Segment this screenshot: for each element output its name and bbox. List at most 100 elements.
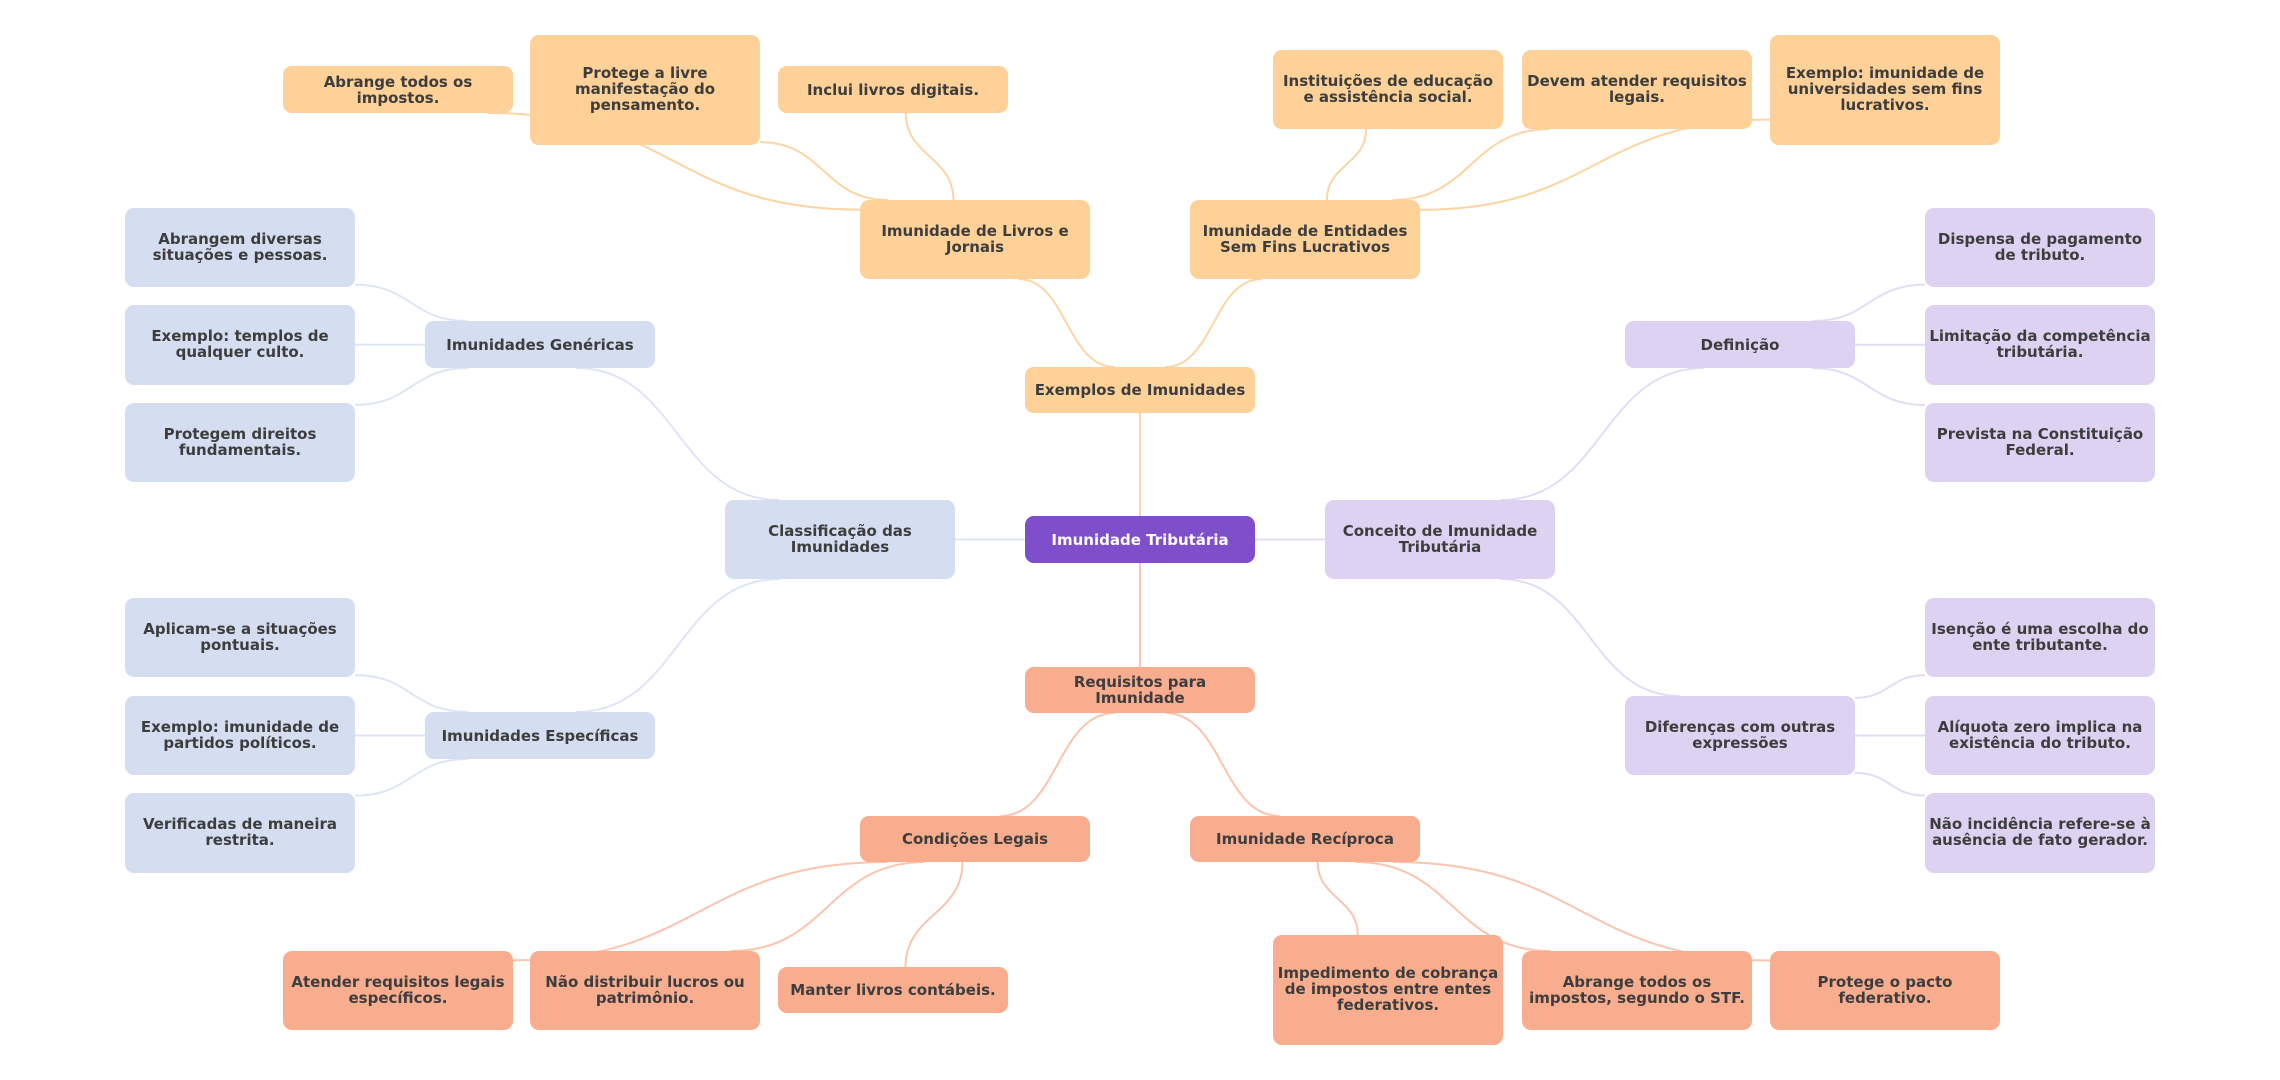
node-label: Manter livros contábeis. bbox=[790, 981, 996, 999]
node-label: Instituições de educação e assistência s… bbox=[1282, 72, 1494, 106]
node-label: Abrange todos os impostos. bbox=[323, 72, 473, 107]
node-imunidades-especificas[interactable]: Imunidades Específicas bbox=[425, 712, 655, 759]
leaf-node[interactable]: Devem atender requisitos legais. bbox=[1522, 50, 1752, 129]
leaf-node[interactable]: Verificadas de maneira restrita. bbox=[125, 793, 355, 873]
root-node[interactable]: Imunidade Tributária bbox=[1025, 516, 1255, 563]
edge-requisitos-to-reciproca bbox=[1165, 712, 1280, 817]
leaf-node[interactable]: Limitação da competência tributária. bbox=[1925, 305, 2155, 385]
node-label: Isenção é uma escolha do ente tributante… bbox=[1931, 620, 2149, 654]
node-label: Imunidades Genéricas bbox=[446, 335, 634, 354]
leaf-node[interactable]: Isenção é uma escolha do ente tributante… bbox=[1925, 598, 2155, 677]
leaf-node[interactable]: Inclui livros digitais. bbox=[778, 66, 1008, 113]
leaf-node[interactable]: Aplicam-se a situações pontuais. bbox=[125, 598, 355, 677]
node-label: Imunidade de Livros e Jornais bbox=[881, 222, 1069, 256]
node-label: Exemplos de Imunidades bbox=[1034, 381, 1246, 399]
node-label: Condições Legais bbox=[901, 830, 1049, 848]
node-label: Exemplo: imunidade de partidos políticos… bbox=[140, 718, 340, 752]
node-imunidade-reciproca[interactable]: Imunidade Recíproca bbox=[1190, 816, 1420, 862]
leaf-node[interactable]: Exemplo: templos de qualquer culto. bbox=[125, 305, 355, 385]
leaf-node[interactable]: Manter livros contábeis. bbox=[778, 967, 1008, 1013]
node-label: Exemplo: imunidade de universidades sem … bbox=[1785, 64, 1985, 114]
node-label: Protege o pacto federativo. bbox=[1817, 973, 1953, 1007]
edge-entidades-to-entidades_exemplo bbox=[1419, 118, 1771, 211]
node-condicoes-legais[interactable]: Condições Legais bbox=[860, 816, 1090, 862]
node-label: Imunidade Recíproca bbox=[1216, 830, 1394, 848]
leaf-node[interactable]: Atender requisitos legais específicos. bbox=[283, 951, 513, 1030]
edge-definicao-to-definicao_dispensa bbox=[1812, 283, 1926, 322]
node-diferencas[interactable]: Diferenças com outras expressões bbox=[1625, 696, 1855, 775]
edge-conceito-to-definicao bbox=[1500, 367, 1704, 501]
leaf-node[interactable]: Abrange todos os impostos, segundo o STF… bbox=[1522, 951, 1752, 1030]
node-requisitos[interactable]: Requisitos para Imunidade bbox=[1025, 667, 1255, 713]
node-label: Verificadas de maneira restrita. bbox=[142, 815, 338, 849]
node-label: Atender requisitos legais específicos. bbox=[291, 973, 505, 1007]
node-label: Dispensa de pagamento de tributo. bbox=[1937, 230, 2143, 264]
node-label: Imunidade de Entidades Sem Fins Lucrativ… bbox=[1202, 222, 1408, 256]
leaf-node[interactable]: Dispensa de pagamento de tributo. bbox=[1925, 208, 2155, 287]
edge-entidades-to-entidades_requisitos bbox=[1392, 128, 1550, 201]
node-label: Limitação da competência tributária. bbox=[1929, 327, 2151, 361]
edge-exemplos-to-livros bbox=[1018, 278, 1115, 368]
edge-diferencas-to-diferencas_isencao bbox=[1854, 674, 1926, 699]
node-label: Inclui livros digitais. bbox=[806, 80, 980, 99]
edge-conceito-to-diferencas bbox=[1500, 578, 1680, 697]
node-imunidades-genericas[interactable]: Imunidades Genéricas bbox=[425, 321, 655, 368]
node-exemplos-de-imunidades[interactable]: Exemplos de Imunidades bbox=[1025, 367, 1255, 413]
edge-reciproca-to-reciproca_abrange bbox=[1355, 861, 1551, 952]
leaf-node[interactable]: Exemplo: imunidade de partidos políticos… bbox=[125, 696, 355, 775]
edge-livros-to-livros_digitais bbox=[904, 112, 955, 201]
leaf-node[interactable]: Protegem direitos fundamentais. bbox=[125, 403, 355, 482]
node-label: Diferenças com outras expressões bbox=[1644, 718, 1836, 752]
node-label: Imunidades Específicas bbox=[441, 726, 639, 745]
edge-reciproca-to-reciproca_impedimento bbox=[1316, 861, 1359, 936]
leaf-node[interactable]: Protege o pacto federativo. bbox=[1770, 951, 2000, 1030]
leaf-node[interactable]: Não incidência refere-se à ausência de f… bbox=[1925, 793, 2155, 873]
edge-condicoes-to-condicoes_manter bbox=[904, 861, 964, 968]
node-label: Classificação das Imunidades bbox=[768, 522, 912, 556]
node-label: Protegem direitos fundamentais. bbox=[163, 425, 317, 459]
node-label: Aplicam-se a situações pontuais. bbox=[143, 620, 337, 654]
leaf-node[interactable]: Abrange todos os impostos. bbox=[283, 66, 513, 113]
edge-livros-to-livros_protege bbox=[759, 141, 888, 201]
node-label: Devem atender requisitos legais. bbox=[1527, 72, 1747, 106]
node-label: Prevista na Constituição Federal. bbox=[1936, 425, 2144, 459]
edge-definicao-to-definicao_prevista bbox=[1811, 367, 1926, 406]
edge-requisitos-to-condicoes bbox=[1000, 712, 1115, 817]
edge-classificacao-to-genericas bbox=[576, 367, 780, 501]
edge-genericas-to-genericas_abrangem bbox=[354, 283, 468, 322]
edge-especificas-to-especificas_verificadas bbox=[354, 758, 468, 797]
node-imunidade-livros-jornais[interactable]: Imunidade de Livros e Jornais bbox=[860, 200, 1090, 279]
leaf-node[interactable]: Prevista na Constituição Federal. bbox=[1925, 403, 2155, 482]
node-label: Requisitos para Imunidade bbox=[1073, 673, 1207, 707]
root-node-label: Imunidade Tributária bbox=[1051, 530, 1229, 549]
node-imunidade-entidades[interactable]: Imunidade de Entidades Sem Fins Lucrativ… bbox=[1190, 200, 1420, 279]
node-label: Abrange todos os impostos, segundo o STF… bbox=[1529, 973, 1745, 1007]
leaf-node[interactable]: Não distribuir lucros ou patrimônio. bbox=[530, 951, 760, 1030]
leaf-node[interactable]: Impedimento de cobrança de impostos entr… bbox=[1273, 935, 1503, 1045]
leaf-node[interactable]: Protege a livre manifestação do pensamen… bbox=[530, 35, 760, 145]
node-label: Definição bbox=[1700, 335, 1780, 354]
node-conceito-imunidade[interactable]: Conceito de Imunidade Tributária bbox=[1325, 500, 1555, 579]
edge-classificacao-to-especificas bbox=[575, 578, 780, 713]
edge-condicoes-to-condicoes_nao_distribuir bbox=[731, 861, 925, 952]
leaf-node[interactable]: Abrangem diversas situações e pessoas. bbox=[125, 208, 355, 287]
node-label: Não distribuir lucros ou patrimônio. bbox=[545, 973, 745, 1007]
edge-exemplos-to-entidades bbox=[1165, 278, 1262, 368]
edge-diferencas-to-diferencas_nao_incidencia bbox=[1854, 771, 1926, 797]
node-label: Alíquota zero implica na existência do t… bbox=[1937, 718, 2143, 752]
leaf-node[interactable]: Alíquota zero implica na existência do t… bbox=[1925, 696, 2155, 775]
edge-genericas-to-genericas_protegem bbox=[354, 367, 469, 406]
node-definicao[interactable]: Definição bbox=[1625, 321, 1855, 368]
node-classificacao-imunidades[interactable]: Classificação das Imunidades bbox=[725, 500, 955, 579]
node-label: Exemplo: templos de qualquer culto. bbox=[151, 327, 329, 361]
leaf-node[interactable]: Instituições de educação e assistência s… bbox=[1273, 50, 1503, 129]
node-label: Não incidência refere-se à ausência de f… bbox=[1929, 815, 2151, 849]
node-label: Impedimento de cobrança de impostos entr… bbox=[1277, 964, 1499, 1014]
edge-especificas-to-especificas_aplicam bbox=[354, 674, 469, 713]
node-label: Conceito de Imunidade Tributária bbox=[1342, 522, 1538, 556]
node-label: Protege a livre manifestação do pensamen… bbox=[574, 64, 716, 114]
leaf-node[interactable]: Exemplo: imunidade de universidades sem … bbox=[1770, 35, 2000, 145]
node-label: Abrangem diversas situações e pessoas. bbox=[152, 230, 328, 264]
edge-condicoes-to-condicoes_atender bbox=[512, 861, 888, 962]
